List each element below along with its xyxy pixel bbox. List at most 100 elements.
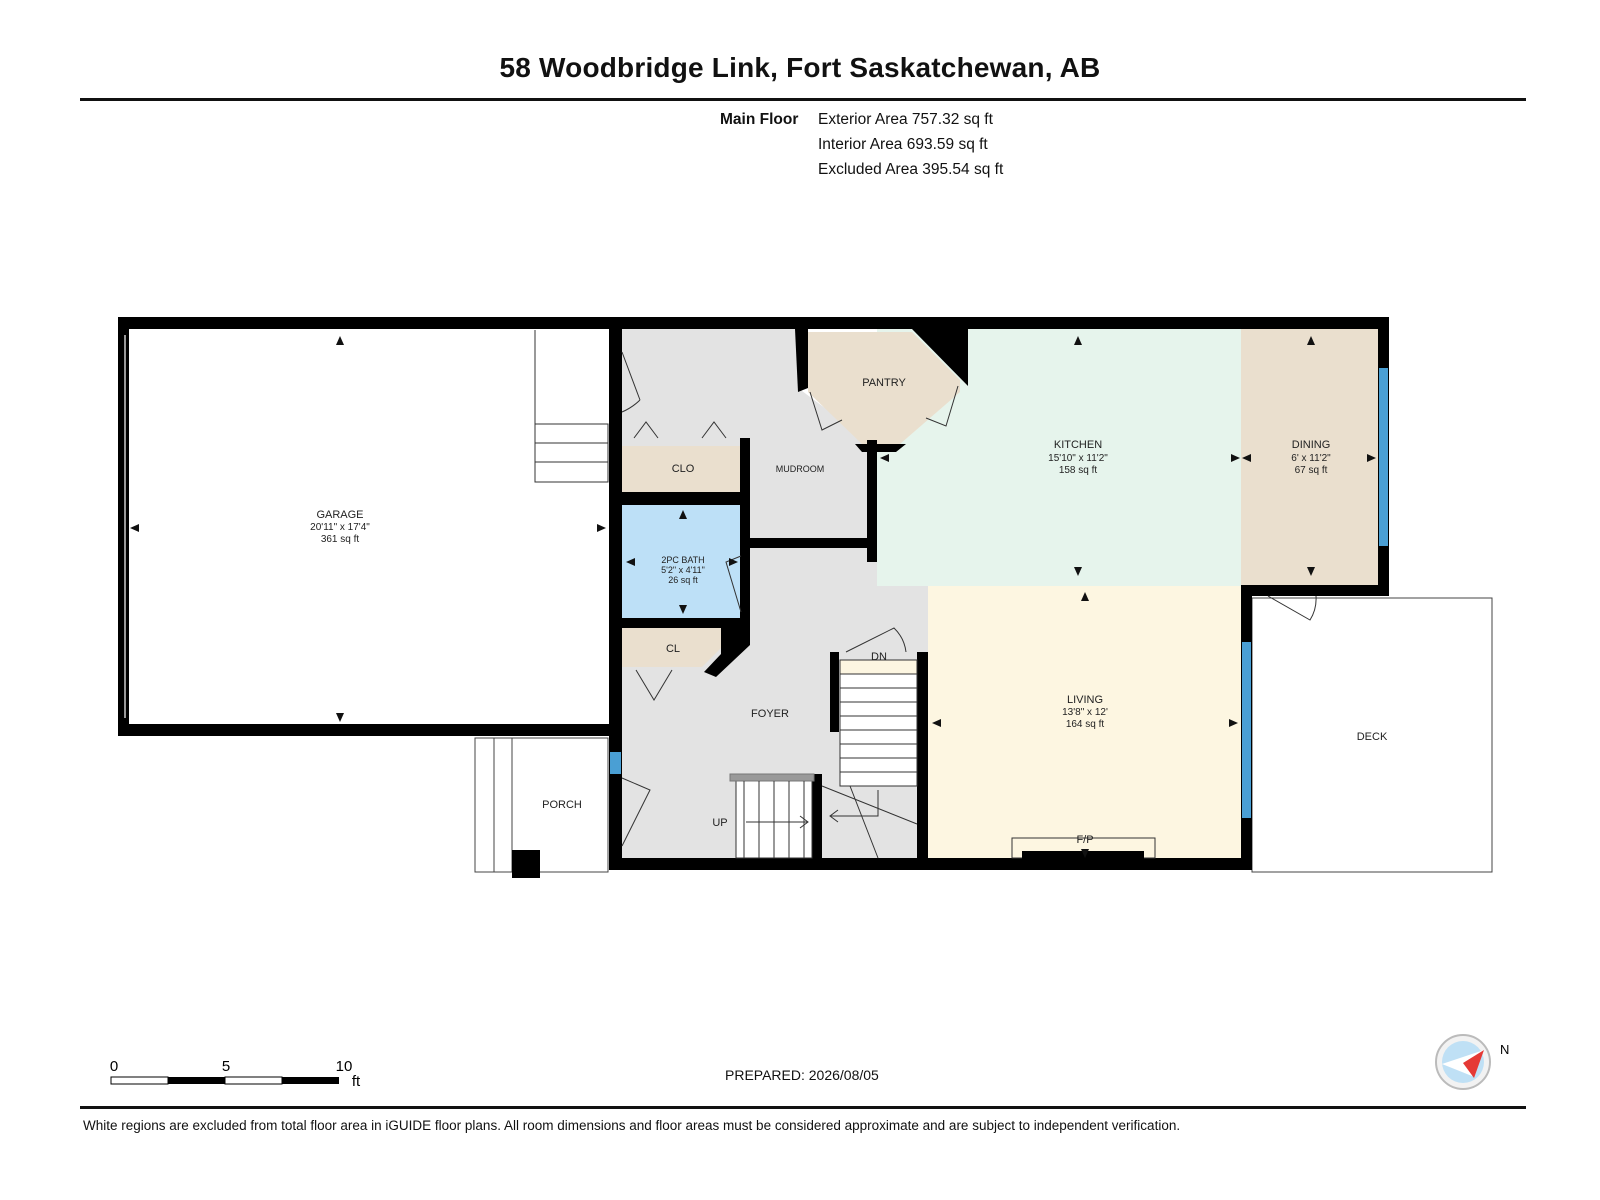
dimension-arrow [336, 713, 344, 722]
wall-garage-bottom [118, 724, 620, 736]
dimension-arrow [130, 524, 139, 532]
windows [124, 335, 1388, 818]
doors [534, 330, 1317, 847]
door-clo [633, 421, 727, 439]
scale-tick-5: 5 [222, 1058, 230, 1075]
dimension-arrow [1081, 592, 1089, 601]
dimension-arrow [880, 454, 889, 462]
window-living [1242, 642, 1251, 818]
dining-label: DINING [1292, 439, 1331, 451]
pantry-label: PANTRY [862, 377, 906, 389]
living-area: 164 sq ft [1066, 719, 1105, 730]
scale-seg-1 [110, 1076, 169, 1085]
fireplace-box [1022, 851, 1144, 859]
bath-area: 26 sq ft [668, 575, 698, 585]
dimension-arrow [336, 336, 344, 345]
wall-mudroom-bottom [740, 538, 877, 548]
stair-up-rail [729, 773, 815, 782]
dimension-arrow [932, 719, 941, 727]
garage-area: 361 sq ft [321, 534, 360, 545]
dimension-arrow [1367, 454, 1376, 462]
door-cl [635, 669, 673, 701]
kitchen-area: 158 sq ft [1059, 465, 1098, 476]
wall-pantry-corner [912, 329, 968, 386]
page-title: 58 Woodbridge Link, Fort Saskatchewan, A… [499, 52, 1101, 83]
fireplace [1011, 837, 1156, 859]
door-hall-top [621, 351, 641, 413]
stair-down-treads [840, 673, 917, 773]
header-rule [80, 98, 1526, 101]
wall-stair-mid [812, 774, 822, 870]
excluded-area: Excluded Area 395.54 sq ft [818, 161, 1004, 178]
arrow-down [829, 790, 879, 823]
dimension-arrow [729, 558, 738, 566]
dimension-arrow [679, 510, 687, 519]
dimension-arrow [679, 605, 687, 614]
living-dims: 13'8" x 12' [1062, 707, 1108, 718]
wall-hall-left [609, 317, 622, 870]
door-bath [725, 555, 742, 613]
cl-label: CL [666, 643, 680, 655]
pantry-floor [808, 332, 960, 444]
wall-stair-left [830, 652, 839, 732]
window-foyer [610, 752, 621, 774]
prepared-date: PREPARED: 2026/08/05 [725, 1067, 879, 1083]
wall-kitchen-left [867, 440, 877, 562]
disclaimer-text: White regions are excluded from total fl… [83, 1118, 1181, 1133]
foyer-label: FOYER [751, 708, 789, 720]
porch-outline [474, 737, 609, 873]
wall-bath-bottom [622, 618, 750, 628]
wall-pantry-left [795, 329, 808, 392]
clo-floor [622, 446, 740, 492]
scale-seg-4 [282, 1077, 339, 1084]
arrow-up [746, 815, 809, 829]
living-label: LIVING [1067, 694, 1103, 706]
dimension-arrow [626, 558, 635, 566]
exterior-area: Exterior Area 757.32 sq ft [818, 111, 993, 128]
scale-bar: 0 5 10 ft [110, 1058, 361, 1090]
dining-dims: 6' x 11'2" [1291, 453, 1331, 464]
dimension-arrow [1231, 454, 1240, 462]
door-stair [845, 627, 907, 653]
scale-seg-2 [168, 1077, 225, 1084]
scale-seg-3 [224, 1076, 283, 1085]
room-fills [125, 328, 1378, 862]
wall-clo-right [740, 438, 750, 618]
dining-area: 67 sq ft [1295, 465, 1328, 476]
dimension-arrow [1081, 849, 1089, 858]
garage-floor [125, 328, 608, 722]
porch-post [512, 850, 540, 878]
scale-tick-10: 10 [336, 1058, 353, 1075]
wall-pantry-bottom [855, 444, 906, 452]
living-floor [928, 586, 1241, 862]
stair-dn-label: DN [871, 651, 887, 663]
stair-down [839, 659, 918, 787]
interior-area: Interior Area 693.59 sq ft [818, 136, 988, 153]
dimension-arrow [597, 524, 606, 532]
bath-label: 2PC BATH [661, 555, 704, 565]
wall-cl-corner [704, 618, 750, 677]
dimension-markers [130, 336, 1376, 858]
wall-dining-bottom [1241, 585, 1389, 596]
kitchen-label: KITCHEN [1054, 439, 1102, 451]
door-pantry-left [809, 391, 843, 431]
window-dining [1379, 368, 1388, 546]
mudroom-label: MUDROOM [776, 464, 825, 474]
clo-label: CLO [672, 463, 695, 475]
stair-up-label: UP [712, 817, 727, 829]
cl-floor [622, 628, 721, 667]
scale-tick-0: 0 [110, 1058, 118, 1075]
garage-label: GARAGE [316, 509, 363, 521]
wall-top [118, 317, 1389, 329]
dimension-arrow [1307, 336, 1315, 345]
bath-floor [622, 505, 740, 618]
compass-icon: N [1435, 1034, 1509, 1090]
dimension-arrow [1307, 567, 1315, 576]
kitchen-dims: 15'10" x 11'2" [1048, 453, 1108, 464]
door-pantry-right [925, 385, 959, 427]
dimension-arrow [1074, 336, 1082, 345]
bath-dims: 5'2" x 4'11" [661, 565, 705, 575]
footer-rule [80, 1106, 1526, 1109]
scale-unit: ft [352, 1073, 361, 1090]
wall-bottom [609, 858, 1252, 870]
